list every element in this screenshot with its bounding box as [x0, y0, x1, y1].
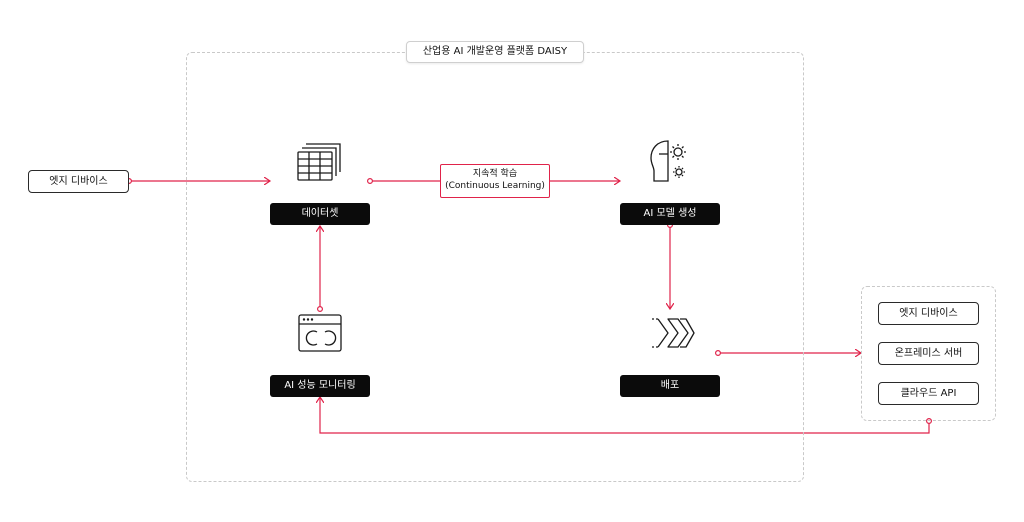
edge-device-node: 엣지 디바이스: [28, 170, 129, 193]
deploy-port: [714, 350, 721, 357]
chevrons-right-icon: [652, 318, 695, 348]
model-generation-node: AI 모델 생성: [620, 203, 720, 225]
continuous-learning-ko: 지속적 학습: [472, 169, 518, 179]
targets-to-monitoring-connector: [320, 397, 930, 434]
stacked-table-icon: [297, 143, 341, 181]
continuous-learning-en: (Continuous Learning): [445, 181, 545, 191]
targets-port: [925, 418, 932, 425]
continuous-learning-label: 지속적 학습 (Continuous Learning): [440, 164, 550, 198]
platform-frame: [186, 52, 804, 482]
target-on-premise-server: 온프레미스 서버: [878, 342, 979, 365]
browser-window-icon: [298, 314, 342, 352]
head-gear-icon: [650, 140, 686, 182]
monitoring-node: AI 성능 모니터링: [270, 375, 370, 397]
platform-title: 산업용 AI 개발운영 플랫폼 DAISY: [406, 41, 584, 63]
target-edge-device: 엣지 디바이스: [878, 302, 979, 325]
target-cloud-api: 클라우드 API: [878, 382, 979, 405]
dataset-port: [367, 178, 374, 185]
monitoring-port: [317, 306, 324, 313]
deployment-targets-frame: [861, 286, 996, 421]
deployment-node: 배포: [620, 375, 720, 397]
dataset-node: 데이터셋: [270, 203, 370, 225]
